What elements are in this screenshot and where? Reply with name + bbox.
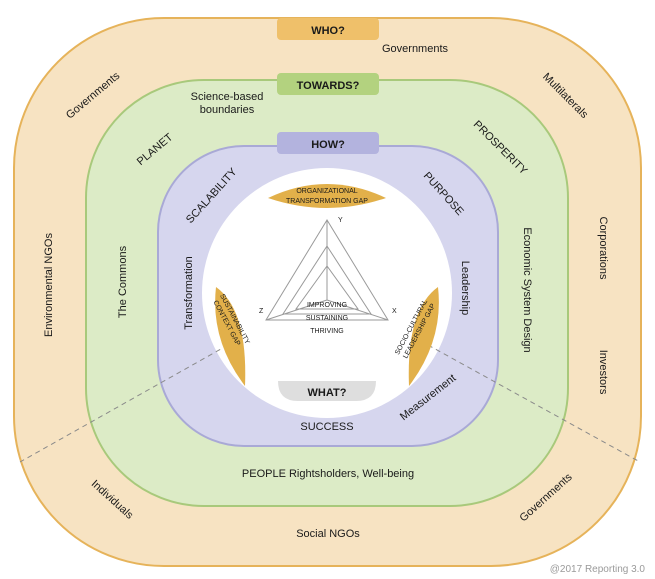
top-gap-lens [268,184,386,208]
who-tab-label: WHO? [311,25,345,37]
right-gap-lens [408,287,439,386]
people-label: PEOPLE Rightsholders, Well-being [242,468,414,480]
left-gap-lens [215,287,246,386]
what-tab [278,381,376,401]
credit-text: @2017 Reporting 3.0 [549,564,645,575]
level-thriving: THRIVING [310,328,343,335]
commons-label: The Commons [117,245,129,318]
axis-z-label: Z [259,308,264,315]
who-tab [277,18,379,40]
transformation-label: Transformation [183,256,195,330]
outer-bottom-label: Social NGOs [296,528,360,540]
axis-y-label: Y [338,217,343,224]
dashed-dividers [19,344,641,463]
success-label: SUCCESS [300,421,353,433]
economic-system-label: Economic System Design [521,227,533,352]
level-sustaining: SUSTAINING [306,315,348,322]
triangle-graphic [265,219,389,321]
outer-right-lower-label: Investors [597,350,609,395]
what-tab-label: WHAT? [308,387,347,399]
middle-top-line2: boundaries [200,104,255,116]
top-gap-line1: ORGANIZATIONAL [296,188,357,195]
how-tab-label: HOW? [311,139,345,151]
outer-top-label: Governments [382,43,449,55]
how-tab [277,132,379,154]
top-gap-line2: TRANSFORMATION GAP [286,198,368,205]
towards-tab-label: TOWARDS? [297,80,360,92]
leadership-label: Leadership [459,261,471,315]
outer-right-upper-label: Corporations [597,217,609,280]
axis-x-label: X [392,308,397,315]
middle-top-line1: Science-based [191,91,264,103]
outer-left-label: Environmental NGOs [43,233,55,337]
towards-tab [277,73,379,95]
level-improving: IMPROVING [307,302,347,309]
